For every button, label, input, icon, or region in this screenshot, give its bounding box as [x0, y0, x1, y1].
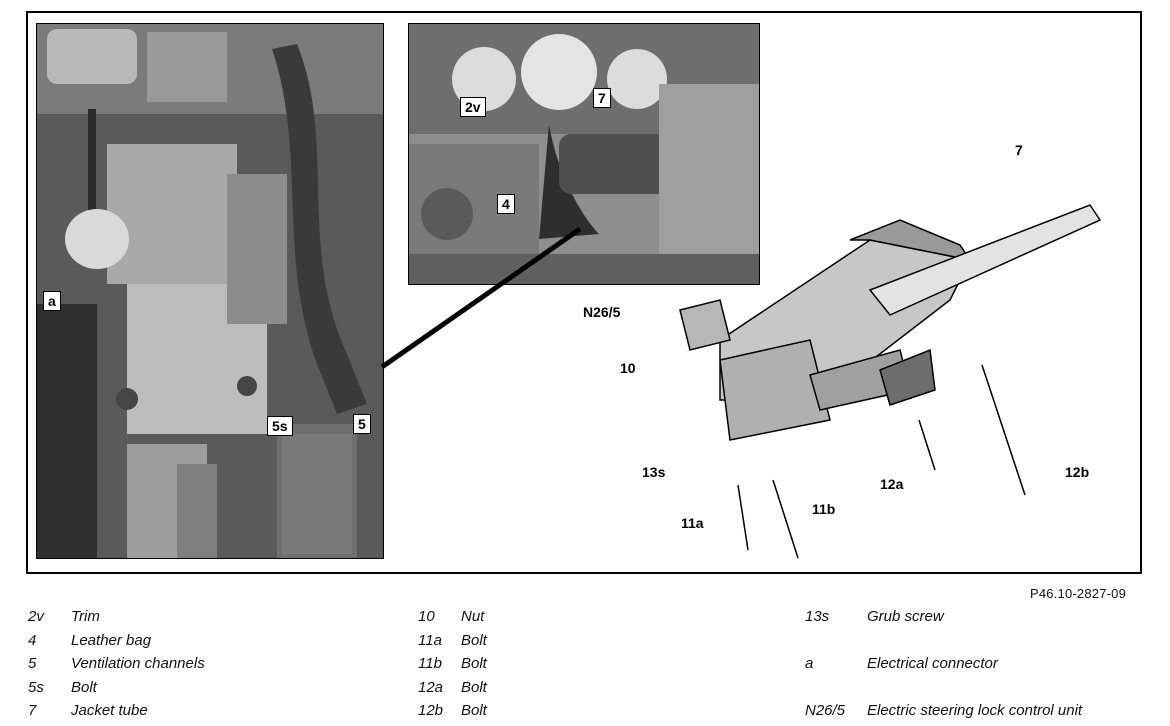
legend-text: Bolt — [71, 678, 97, 696]
legend-code: 4 — [28, 631, 37, 649]
callout-7-inset: 7 — [593, 88, 611, 108]
legend-item: 12b Bolt — [418, 702, 758, 726]
callout-2v: 2v — [460, 97, 486, 117]
label-n26-5: N26/5 — [583, 304, 621, 320]
legend-code: a — [805, 655, 814, 672]
legend-item — [805, 632, 1155, 656]
legend-item: N26/5 Electric steering lock control unit — [805, 702, 1155, 726]
legend-code: 7 — [28, 702, 37, 719]
legend-code: 13s — [805, 608, 830, 625]
legend-code: 12a — [418, 678, 444, 696]
steering-column-drawing — [679, 204, 1102, 559]
legend-text: Nut — [461, 608, 485, 625]
legend-column-3: 13s Grub screw a Electrical connector N26/… — [805, 608, 1155, 726]
label-11a: 11a — [681, 515, 704, 531]
legend-code: 5s — [28, 678, 44, 696]
legend-item: 2v Trim — [28, 608, 368, 632]
figure-id: P46.10-2827-09 — [1030, 586, 1127, 601]
legend-column-1: 2v Trim 4 Leather bag 5 Ventilation channel… — [28, 608, 368, 726]
legend-code: 2v — [28, 608, 44, 625]
legend-code: 11a — [418, 631, 442, 649]
steering-column-photo-image — [37, 24, 383, 558]
callout-4: 4 — [497, 194, 515, 214]
legend-item: 13s Grub screw — [805, 608, 1155, 632]
label-10: 10 — [620, 360, 636, 376]
legend-code: N26/5 — [805, 702, 846, 719]
legend-text: Electric steering lock control unit — [867, 702, 1083, 719]
legend-item: 12a Bolt — [418, 679, 758, 703]
legend-text: Leather bag — [71, 631, 152, 649]
legend-text: Ventilation channels — [71, 655, 205, 672]
legend-item: 11b Bolt — [418, 655, 758, 679]
legend-text: Electrical connector — [867, 655, 998, 672]
label-11b: 11b — [812, 501, 836, 517]
legend-text: Bolt — [461, 678, 487, 696]
label-7-drawing: 7 — [1015, 142, 1023, 158]
connector-line — [380, 226, 582, 370]
label-13s: 13s — [642, 464, 666, 480]
photo-steering-column — [36, 23, 384, 559]
legend-text: Jacket tube — [71, 702, 148, 719]
legend-code: 11b — [418, 655, 442, 672]
label-12a: 12a — [880, 476, 904, 492]
legend-item — [805, 679, 1155, 703]
legend-text: Trim — [71, 608, 100, 625]
legend-text: Bolt — [461, 702, 487, 719]
legend-item: 10 Nut — [418, 608, 758, 632]
legend-text: Grub screw — [867, 608, 944, 625]
legend-text: Bolt — [461, 631, 487, 649]
legend-item: a Electrical connector — [805, 655, 1155, 679]
legend-item: 5s Bolt — [28, 679, 368, 703]
legend-text: Bolt — [461, 655, 487, 672]
callout-5: 5 — [353, 414, 371, 434]
legend-code: 5 — [28, 655, 37, 672]
legend-code: 12b — [418, 702, 444, 719]
legend-item: 7 Jacket tube — [28, 702, 368, 726]
label-12b: 12b — [1065, 464, 1090, 480]
legend-item: 4 Leather bag — [28, 632, 368, 656]
legend-item: 11a Bolt — [418, 632, 758, 656]
callout-5s: 5s — [267, 416, 293, 436]
legend-code: 10 — [418, 608, 435, 625]
callout-a: a — [43, 291, 61, 311]
legend-item: 5 Ventilation channels — [28, 655, 368, 679]
